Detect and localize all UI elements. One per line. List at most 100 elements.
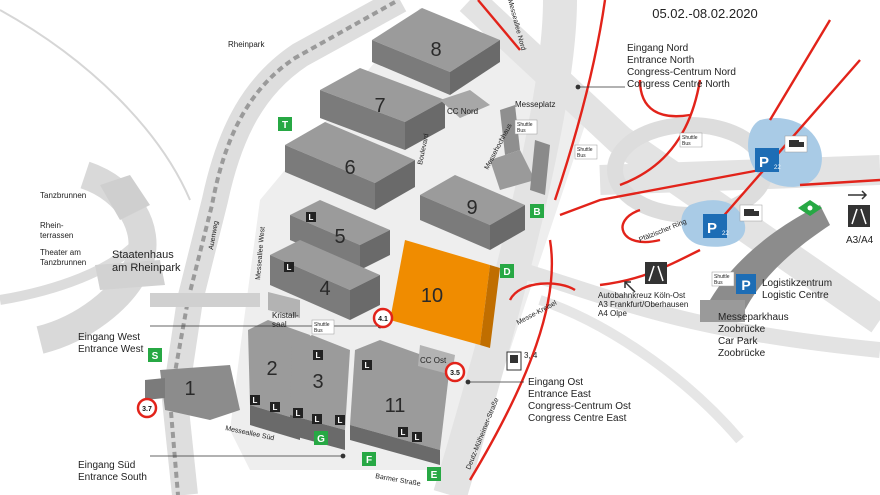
entrance-south-2: Entrance South [78, 472, 147, 483]
hall-5[interactable]: 5 [290, 200, 390, 270]
entrance-east-2: Entrance East [528, 389, 591, 400]
label-theater-2: Tanzbrunnen [40, 258, 86, 267]
label-tram-lines: 3, 4 [524, 351, 538, 360]
hall-7[interactable]: 7 [320, 68, 445, 150]
motorway-icon [848, 205, 870, 227]
entrance-east-3: Congress-Centrum Ost [528, 401, 631, 412]
logistics-1: Logistikzentrum [762, 278, 832, 289]
hall-9-label: 9 [466, 197, 477, 219]
label-theater-1: Theater am [40, 248, 81, 257]
hall-6-label: 6 [344, 157, 355, 179]
hall-9[interactable]: 9 [420, 175, 525, 250]
label-cc-nord: CC Nord [447, 107, 478, 116]
label-auenweg: Auenweg [208, 220, 220, 250]
hall-1[interactable]: 1 [145, 365, 240, 420]
traffic-routes [468, 0, 880, 481]
svg-text:L: L [309, 213, 314, 222]
svg-text:Bus: Bus [517, 128, 526, 134]
entrance-north-4: Congress Centre North [627, 79, 730, 90]
label-rheinterrassen-2: terrassen [40, 231, 73, 240]
label-staatenhaus-1: Staatenhaus [112, 249, 174, 261]
autobahn-3: A4 Olpe [598, 309, 627, 318]
truck-icon [739, 204, 763, 222]
svg-text:Shuttle: Shuttle [314, 322, 330, 328]
gate-g-marker[interactable]: G [314, 431, 328, 445]
svg-text:Shuttle: Shuttle [577, 147, 593, 153]
svg-text:P: P [707, 220, 717, 237]
hall-6[interactable]: 6 [285, 122, 415, 210]
hall-11-label: 11 [385, 395, 406, 417]
svg-text:S: S [152, 351, 159, 362]
svg-text:L: L [296, 409, 301, 418]
hall-7-label: 7 [374, 95, 385, 117]
entrance-north-1: Eingang Nord [627, 43, 688, 54]
svg-text:L: L [415, 433, 420, 442]
label-staatenhaus-2: am Rheinpark [112, 262, 181, 274]
entrance-east-1: Eingang Ost [528, 377, 583, 388]
svg-text:E: E [431, 470, 438, 481]
gate-s-marker[interactable]: S [148, 348, 162, 362]
gate-d-marker[interactable]: D [500, 264, 514, 278]
parking-p22-lower-icon: P 22 [703, 214, 729, 238]
loading-docks: L L L L L L L L L L L [250, 212, 422, 442]
date-range: 05.02.-08.02.2020 [652, 6, 758, 21]
hall-8-label: 8 [430, 39, 441, 61]
entrance-north-2: Entrance North [627, 55, 694, 66]
cc-nord-building [440, 90, 490, 118]
logistics-pin-icon [798, 200, 822, 216]
arrow-up-left-icon [624, 281, 636, 293]
svg-text:L: L [287, 263, 292, 272]
svg-text:L: L [253, 396, 258, 405]
height-limit-3-5-icon: 3.5 [444, 361, 466, 383]
label-rheinpark: Rheinpark [228, 40, 265, 49]
svg-text:22: 22 [774, 165, 781, 171]
label-rheinterrassen-1: Rhein- [40, 221, 64, 230]
svg-text:Bus: Bus [682, 141, 691, 147]
label-pfaelzischer-ring: Pfälzischer Ring [638, 218, 688, 243]
hall-5-label: 5 [334, 226, 345, 248]
svg-text:P: P [759, 154, 769, 171]
svg-text:22: 22 [722, 231, 729, 237]
svg-text:D: D [503, 267, 510, 278]
svg-text:Bus: Bus [577, 153, 586, 159]
a3a4-label: A3/A4 [846, 235, 874, 246]
hall-10[interactable]: 10 [390, 240, 500, 348]
parkhaus-1: Messeparkhaus [718, 312, 789, 323]
gate-e-marker[interactable]: E [427, 467, 441, 481]
tram-icon [506, 351, 522, 371]
entrance-south-1: Eingang Süd [78, 460, 135, 471]
parking-signs: P 22 P 22 P [506, 135, 870, 371]
label-kristallsaal-2: saal [272, 320, 287, 329]
height-limits: 3.7 4.1 3.5 [136, 307, 466, 419]
gates: T S B D G F E [148, 117, 544, 481]
svg-text:L: L [401, 428, 406, 437]
svg-text:3.5: 3.5 [450, 370, 460, 377]
gate-f-marker[interactable]: F [362, 452, 376, 466]
truck-icon [784, 135, 808, 153]
svg-text:L: L [365, 361, 370, 370]
hall-4-label: 4 [319, 278, 330, 300]
svg-text:Shuttle: Shuttle [517, 122, 533, 128]
svg-text:Bus: Bus [314, 328, 323, 334]
logistics-2: Logistic Centre [762, 290, 829, 301]
label-barmer: Barmer Straße [375, 473, 422, 488]
svg-text:P: P [741, 277, 750, 293]
label-cc-ost: CC Ost [420, 356, 447, 365]
svg-text:Shuttle: Shuttle [714, 274, 730, 280]
svg-text:T: T [282, 120, 288, 131]
entrance-east-4: Congress Centre East [528, 413, 627, 424]
arrow-right-icon [848, 190, 868, 200]
hall-8[interactable]: 8 [372, 8, 500, 95]
gate-t-marker[interactable]: T [278, 117, 292, 131]
hall-2-label: 2 [266, 358, 277, 380]
height-limit-4-1-icon: 4.1 [372, 307, 394, 329]
label-messeallee-west: Messeallee West [255, 227, 267, 281]
parking-parkhaus-icon: P [736, 274, 756, 294]
label-messeplatz: Messeplatz [515, 100, 555, 109]
gate-b-marker[interactable]: B [530, 204, 544, 218]
